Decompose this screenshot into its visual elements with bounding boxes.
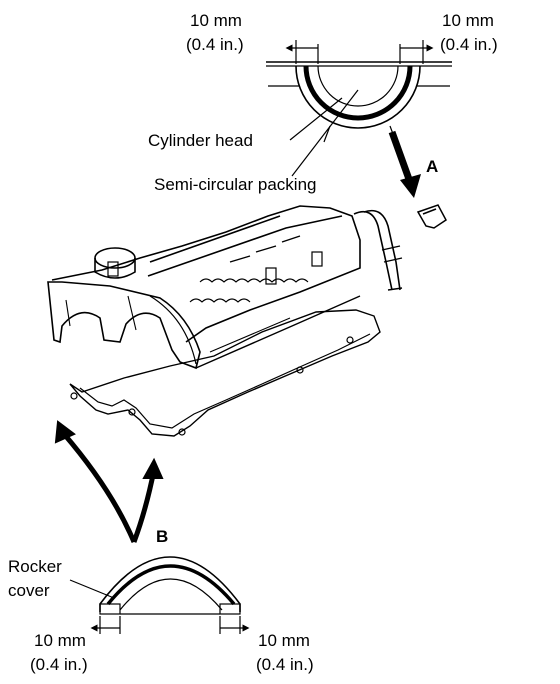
bottom-right-dimension-in: (0.4 in.) bbox=[256, 655, 314, 674]
top-detail bbox=[266, 40, 452, 177]
arrow-b bbox=[54, 420, 164, 543]
bottom-left-dimension-mm: 10 mm bbox=[34, 631, 86, 650]
top-right-dimension-mm: 10 mm bbox=[442, 11, 494, 30]
top-left-dimension-mm: 10 mm bbox=[190, 11, 242, 30]
cylinder-head-label: Cylinder head bbox=[148, 131, 253, 150]
bottom-right-dimension-mm: 10 mm bbox=[258, 631, 310, 650]
top-left-dimension-in: (0.4 in.) bbox=[186, 35, 244, 54]
rocker-cover-assembly bbox=[47, 205, 403, 437]
rocker-cover-label-line2: cover bbox=[8, 581, 50, 600]
semi-circular-packing-label: Semi-circular packing bbox=[154, 175, 317, 194]
semi-circular-packing-part bbox=[416, 204, 447, 229]
marker-a: A bbox=[426, 157, 439, 176]
arrow-a bbox=[388, 130, 421, 198]
rocker-cover-label-line1: Rocker bbox=[8, 557, 62, 576]
top-right-dimension-in: (0.4 in.) bbox=[440, 35, 498, 54]
bottom-detail bbox=[69, 556, 250, 634]
marker-b: B bbox=[156, 527, 169, 546]
bottom-left-dimension-in: (0.4 in.) bbox=[30, 655, 88, 674]
